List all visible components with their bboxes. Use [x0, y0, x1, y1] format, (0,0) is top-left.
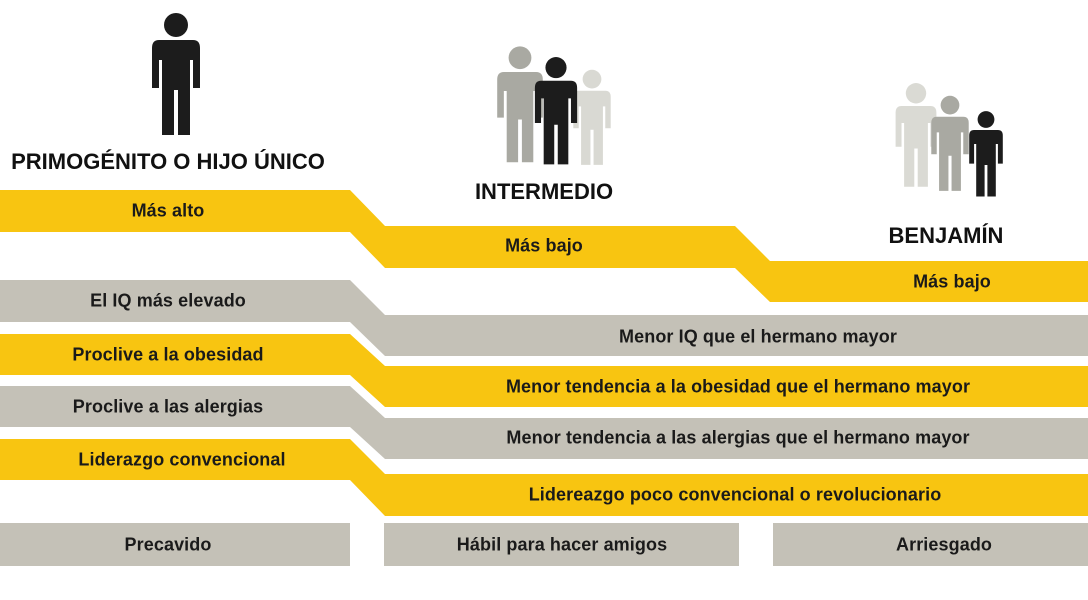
iq-band [0, 280, 1088, 356]
trait-youngest-label: Arriesgado [895, 534, 993, 555]
allergies-rest-label: Menor tendencia a las alergias que el he… [506, 427, 970, 448]
trait-middle-label: Hábil para hacer amigos [456, 534, 668, 555]
status-first-label: Más alto [131, 200, 205, 221]
youngest-title: BENJAMÍN [888, 223, 1004, 248]
leadership-band [0, 439, 1088, 516]
trait-block-youngest [773, 523, 1088, 566]
iq-first-label: El IQ más elevado [90, 290, 246, 311]
middle-child-title: INTERMEDIO [474, 179, 614, 204]
status-middle-label: Más bajo [505, 235, 583, 256]
trait-block-middle [384, 523, 739, 566]
three-people-middle-highlighted-icon [497, 46, 611, 165]
trait-first-label: Precavido [124, 534, 212, 555]
first-born-title: PRIMOGÉNITO O HIJO ÚNICO [11, 149, 325, 174]
allergies-band [0, 386, 1088, 459]
single-person-icon [152, 13, 200, 135]
trait-block-first [0, 523, 350, 566]
leadership-rest-label: Lidereazgo poco convencional o revolucio… [528, 484, 942, 505]
leadership-first-label: Liderazgo convencional [78, 449, 286, 470]
obesity-rest-label: Menor tendencia a la obesidad que el her… [505, 376, 971, 397]
obesity-first-label: Proclive a la obesidad [72, 344, 264, 365]
three-people-youngest-highlighted-icon [895, 83, 1003, 197]
obesity-band [0, 334, 1088, 407]
allergies-first-label: Proclive a las alergias [72, 396, 264, 417]
iq-rest-label: Menor IQ que el hermano mayor [619, 326, 897, 347]
status-band [0, 190, 1088, 302]
status-youngest-label: Más bajo [913, 271, 991, 292]
